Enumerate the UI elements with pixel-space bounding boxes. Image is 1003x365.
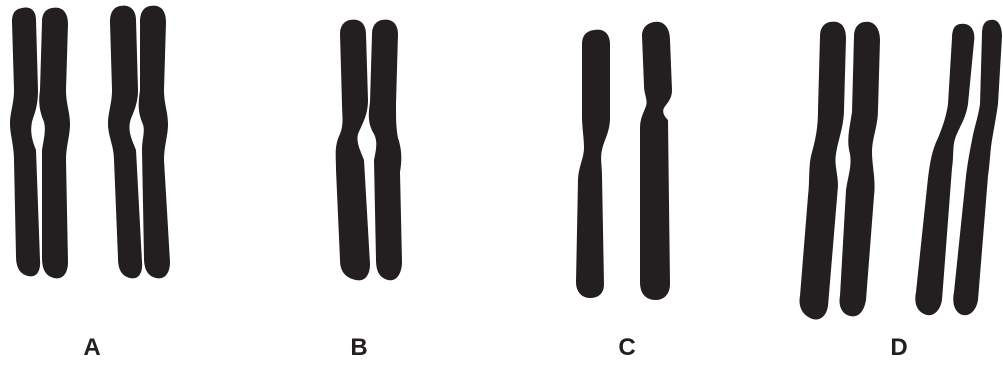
panel-d-chromatid-1-left [799,22,846,320]
panel-label-a: A [83,336,100,360]
panel-a-chromatid-1-left [10,8,40,277]
panel-a-chromosomes [10,6,170,279]
panel-label-d: D [890,336,907,360]
panel-d-chromosome-2 [915,20,1002,316]
panel-c-chromosomes [576,22,672,300]
panel-a-chromosome-2 [108,6,170,279]
panel-a-chromatid-2-right [139,6,170,279]
panel-a-chromatid-2-left [108,6,142,279]
panel-label-c: C [618,336,635,360]
panel-d-chromosome-1 [799,22,880,320]
panel-c-chromosome-right [640,22,672,300]
panel-d-chromosomes [799,20,1002,320]
panel-label-b: B [350,336,367,360]
panel-b-chromatid-right [369,20,402,281]
panel-b-chromatid-left [336,20,370,281]
panel-b-chromosome [336,20,402,281]
panel-a-chromosome-1 [10,8,70,279]
panel-a-chromatid-1-right [39,8,70,279]
panel-d-chromatid-1-right [839,22,880,317]
panel-c-chromosome-left [576,30,610,298]
